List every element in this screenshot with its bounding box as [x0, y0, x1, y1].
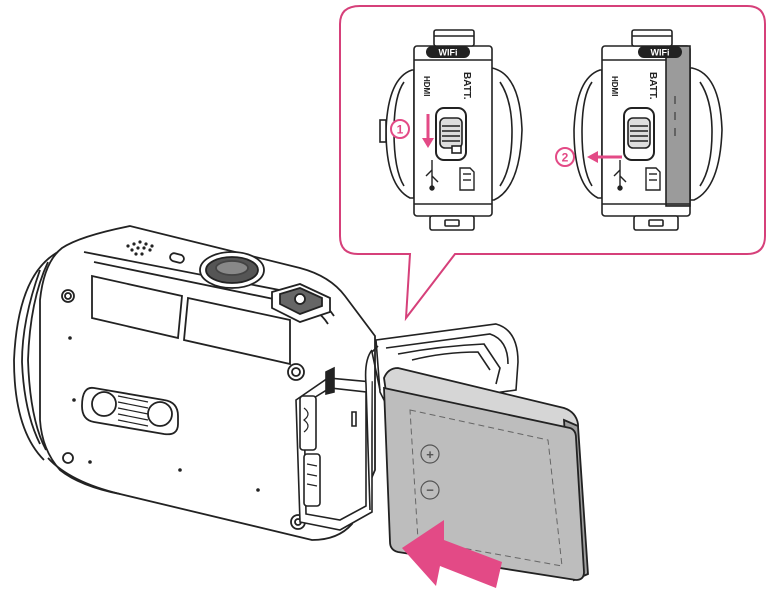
sd-card-icon — [459, 167, 475, 191]
slide-left-arrow-icon — [587, 151, 622, 163]
speaker-grille — [126, 240, 154, 256]
step2-badge: 2 — [555, 147, 575, 167]
insert-arrow-icon — [402, 520, 502, 588]
step2-number: 2 — [562, 151, 569, 165]
battery-plus-symbol: + — [426, 447, 434, 462]
mode-dial — [199, 251, 265, 289]
batt-label-left: BATT. — [461, 72, 472, 100]
wifi-label-right: WIFi — [651, 48, 670, 58]
wifi-badge-left: WIFi — [426, 46, 470, 58]
hdmi-label-left: HDMI — [422, 76, 431, 96]
camcorder-body — [13, 225, 376, 541]
front-grille — [81, 386, 179, 436]
usb-icon — [425, 160, 439, 191]
hdmi-label-right: HDMI — [610, 76, 619, 96]
door-view-step2 — [573, 29, 723, 231]
wifi-badge-right: WIFi — [638, 46, 682, 58]
wifi-label-left: WIFi — [439, 48, 458, 58]
minus-terminal-icon: − — [420, 480, 440, 500]
step1-badge: 1 — [390, 119, 410, 139]
step1-number: 1 — [397, 123, 404, 137]
battery-minus-symbol: − — [426, 483, 434, 498]
slide-down-arrow-icon — [422, 114, 434, 148]
sd-card-icon — [645, 167, 661, 191]
batt-label-right: BATT. — [647, 72, 658, 100]
battery-compartment — [295, 366, 373, 531]
plus-terminal-icon: + — [420, 444, 440, 464]
record-button — [271, 283, 331, 323]
usb-icon — [613, 160, 627, 191]
